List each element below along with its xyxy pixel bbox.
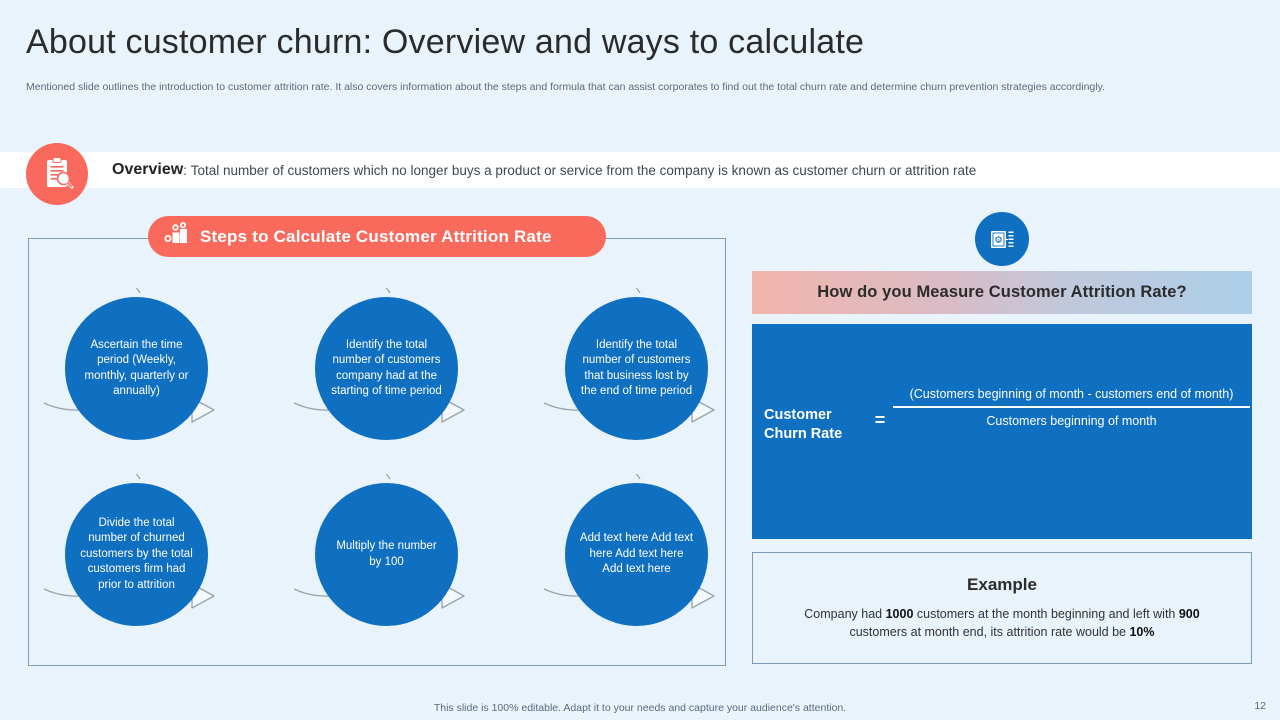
step-circle-label-2: Identify the total number of customers c…	[315, 297, 458, 440]
steps-banner-label: Steps to Calculate Customer Attrition Ra…	[200, 226, 552, 246]
page-number: 12	[1254, 700, 1266, 712]
formula-fraction-bar	[893, 406, 1250, 408]
step-circle-4: Divide the total number of churned custo…	[44, 474, 244, 634]
overview-bar	[0, 152, 1280, 188]
formula-equals: =	[874, 410, 886, 430]
step-circle-3: Identify the total number of customers t…	[544, 288, 744, 448]
step-circle-label-4: Divide the total number of churned custo…	[65, 483, 208, 626]
formula-numerator: (Customers beginning of month - customer…	[909, 387, 1234, 401]
step-circle-2: Identify the total number of customers c…	[294, 288, 494, 448]
measure-header: How do you Measure Customer Attrition Ra…	[752, 271, 1252, 314]
example-value-1: 1000	[885, 607, 914, 621]
formula-inner: Customer Churn Rate = (Customers beginni…	[752, 386, 1252, 444]
overview-body: Total number of customers which no longe…	[190, 162, 977, 178]
example-text-1: Company had	[804, 607, 886, 621]
step-circle-5: Multiply the number by 100	[294, 474, 494, 634]
example-value-3: 10%	[1129, 625, 1155, 639]
bar-chart-steps-icon	[164, 222, 190, 251]
example-box: Example Company had 1000 customers at th…	[752, 552, 1252, 664]
step-circle-label-5: Multiply the number by 100	[315, 483, 458, 626]
steps-banner: Steps to Calculate Customer Attrition Ra…	[148, 216, 606, 257]
money-note-icon: $	[975, 212, 1029, 266]
formula-label-line2: Churn Rate	[764, 426, 843, 442]
overview-label: Overview	[112, 161, 184, 178]
example-text-3: customers at month end, its attrition ra…	[849, 625, 1130, 639]
step-circle-label-6: Add text here Add text here Add text her…	[565, 483, 708, 626]
formula-label: Customer Churn Rate	[752, 386, 867, 444]
step-circle-6: Add text here Add text here Add text her…	[544, 474, 744, 634]
step-circle-label-3: Identify the total number of customers t…	[565, 297, 708, 440]
formula-label-line1: Customer	[764, 407, 832, 423]
clipboard-search-icon	[26, 143, 88, 205]
formula-box: Customer Churn Rate = (Customers beginni…	[752, 324, 1252, 539]
page-subtitle: Mentioned slide outlines the introductio…	[26, 81, 1105, 93]
example-title: Example	[967, 575, 1037, 594]
step-circle-label-1: Ascertain the time period (Weekly, month…	[65, 297, 208, 440]
example-text-2: customers at the month beginning and lef…	[913, 607, 1179, 621]
svg-text:$: $	[998, 238, 1000, 242]
formula-fraction: (Customers beginning of month - customer…	[893, 386, 1252, 429]
overview-separator: :	[183, 162, 187, 178]
page-title: About customer churn: Overview and ways …	[26, 23, 865, 61]
footer-note: This slide is 100% editable. Adapt it to…	[433, 702, 847, 714]
overview-text: Overview: Total number of customers whic…	[112, 152, 976, 188]
example-value-2: 900	[1178, 607, 1200, 621]
formula-denominator: Customers beginning of month	[986, 413, 1157, 428]
step-circle-1: Ascertain the time period (Weekly, month…	[44, 288, 244, 448]
example-body: Company had 1000 customers at the month …	[753, 605, 1251, 641]
